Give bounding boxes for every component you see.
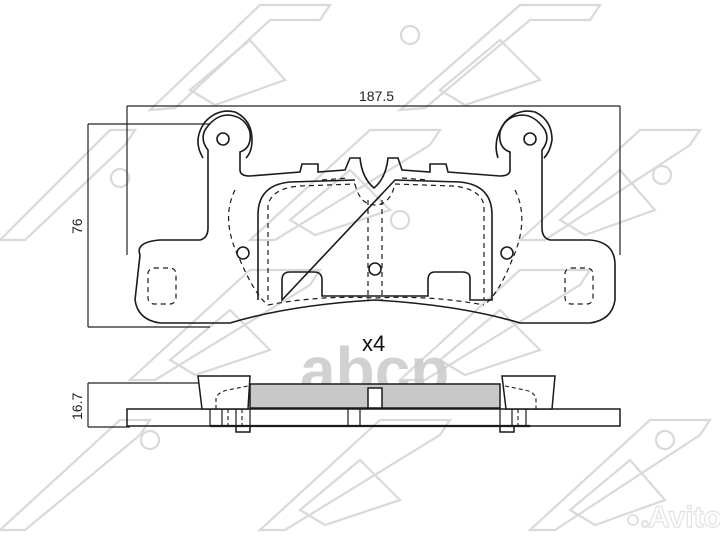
pad-hidden-lines bbox=[147, 177, 594, 306]
height-dimension-label: 76 bbox=[69, 218, 85, 234]
avito-logo: Avito bbox=[627, 500, 720, 535]
width-dimension-label: 187.5 bbox=[359, 88, 394, 104]
pad-side-view bbox=[126, 375, 621, 433]
sat-watermark-pattern bbox=[0, 3, 713, 532]
dimension-lines bbox=[87, 105, 621, 428]
quantity-label: x4 bbox=[362, 331, 385, 356]
pad-top-view bbox=[134, 110, 616, 324]
side-view-hidden-lines bbox=[215, 385, 537, 426]
thickness-dimension-label: 16.7 bbox=[69, 393, 85, 420]
avito-logo-text: Avito bbox=[648, 501, 720, 534]
